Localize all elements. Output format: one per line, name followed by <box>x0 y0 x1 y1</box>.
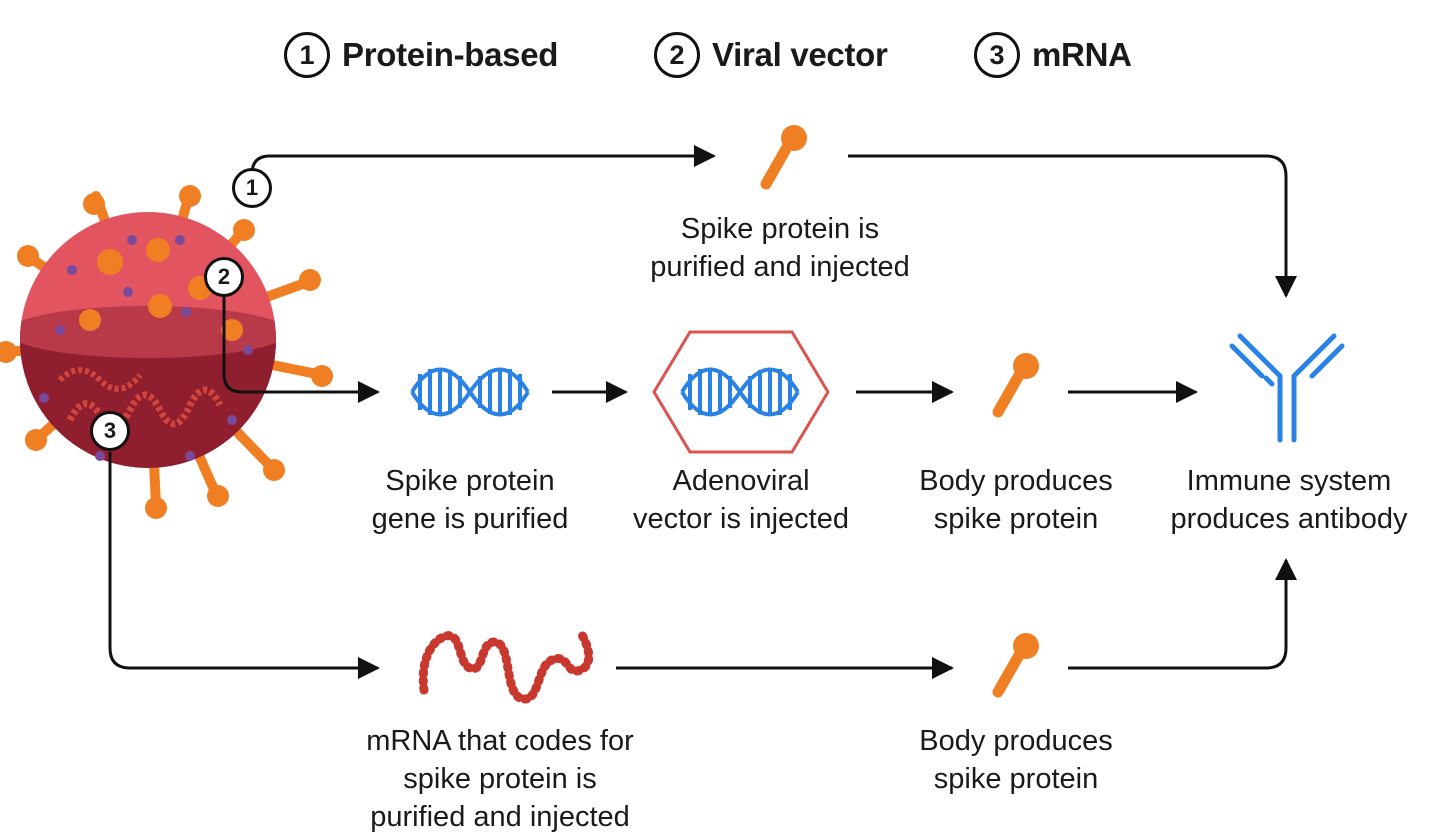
label-gene-purified: Spike protein gene is purified <box>340 462 600 538</box>
path-badge-1: 1 <box>232 168 272 208</box>
legend-label: Viral vector <box>712 36 888 73</box>
adenovirus-vector-icon <box>652 330 830 454</box>
label-body-produces-bottom: Body produces spike protein <box>890 722 1142 798</box>
spike-protein-icon <box>992 633 1039 698</box>
label-line: Spike protein is <box>680 213 880 245</box>
legend-number: 1 <box>284 32 330 78</box>
label-line: mRNA that codes for <box>366 725 634 757</box>
legend-label: mRNA <box>1032 36 1132 73</box>
legend-item-protein: 1 Protein-based <box>284 28 558 82</box>
path-badge-2: 2 <box>204 257 244 297</box>
label-line: Body produces <box>919 465 1113 497</box>
antibody-icon <box>1229 333 1345 443</box>
label-line: purified and injected <box>370 801 630 833</box>
label-line: vector is injected <box>633 503 849 535</box>
coronavirus-icon <box>0 185 333 519</box>
legend-number: 2 <box>654 32 700 78</box>
label-line: produces antibody <box>1170 503 1408 535</box>
legend-label: Protein-based <box>342 36 559 73</box>
spike-protein-icon <box>760 125 807 190</box>
label-line: purified and injected <box>650 251 910 283</box>
legend-item-mrna: 3 mRNA <box>974 28 1132 82</box>
spike-protein-icon <box>992 353 1039 418</box>
legend-number: 3 <box>974 32 1020 78</box>
path-badge-3: 3 <box>90 411 130 451</box>
label-line: Adenoviral <box>672 465 810 497</box>
label-protein-purified: Spike protein is purified and injected <box>600 210 960 286</box>
label-line: Spike protein <box>385 465 555 497</box>
label-line: Body produces <box>919 725 1113 757</box>
mrna-strand-icon <box>418 627 594 704</box>
dna-icon <box>410 367 530 417</box>
label-body-produces-mid: Body produces spike protein <box>890 462 1142 538</box>
path-3-arrow <box>108 452 1297 679</box>
path-2-arrow <box>222 296 1198 403</box>
label-adenoviral: Adenoviral vector is injected <box>600 462 882 538</box>
legend-item-viral-vector: 2 Viral vector <box>654 28 888 82</box>
label-line: spike protein <box>933 503 1099 535</box>
label-line: gene is purified <box>371 503 569 535</box>
label-line: spike protein <box>933 763 1099 795</box>
label-mrna-codes: mRNA that codes for spike protein is pur… <box>330 722 670 836</box>
label-line: Immune system <box>1186 465 1392 497</box>
label-line: spike protein is <box>403 763 597 795</box>
label-immune: Immune system produces antibody <box>1142 462 1436 538</box>
